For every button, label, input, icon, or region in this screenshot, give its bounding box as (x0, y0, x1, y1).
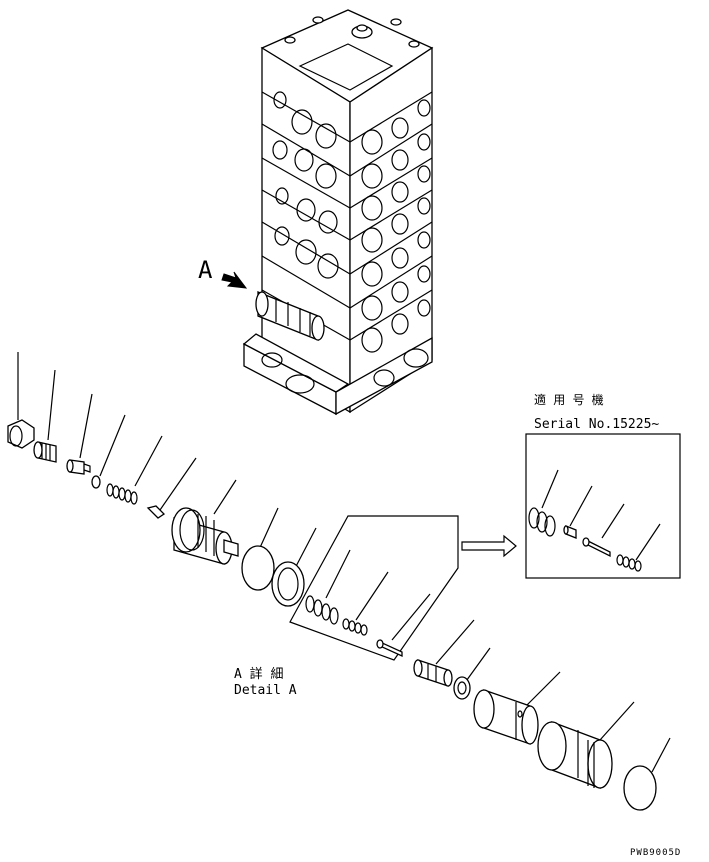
small-plug (66, 459, 91, 475)
spool-piston (473, 689, 539, 745)
large-o-ring (241, 545, 275, 591)
serial-jp-label: 適 用 号 機 (534, 392, 604, 407)
sleeve (413, 659, 453, 687)
plug-body (537, 721, 613, 789)
serial-box: 適 用 号 機 Serial No.15225~ (525, 392, 681, 579)
arrow-icon (221, 271, 248, 289)
o-ring (91, 475, 101, 489)
nut (7, 419, 35, 449)
pin (376, 639, 403, 658)
exploded-parts (7, 352, 671, 811)
threaded-plug (33, 441, 57, 463)
serial-coil (528, 507, 556, 537)
drawing-code: PWB9005D (630, 848, 681, 858)
serial-label: Serial No.15225~ (534, 417, 659, 432)
backup-ring (271, 561, 305, 607)
serial-plug (563, 525, 577, 539)
valve-body (171, 507, 239, 565)
check-valve-coil (305, 595, 339, 625)
detail-jp-label: A 詳 細 (234, 666, 283, 682)
view-arrow: A (198, 256, 248, 289)
poppet (146, 505, 166, 519)
end-o-ring (623, 765, 657, 811)
seal-ring (453, 676, 471, 700)
small-spring (342, 618, 368, 636)
control-valve-assembly (242, 9, 434, 416)
serial-pin (582, 537, 611, 558)
right-arrow-icon (461, 534, 517, 558)
serial-frame (525, 433, 681, 579)
view-label: A (198, 256, 213, 284)
detail-label: Detail A (234, 683, 297, 698)
spring (106, 483, 138, 505)
detail-bracket (289, 515, 459, 661)
serial-spring (616, 554, 642, 572)
